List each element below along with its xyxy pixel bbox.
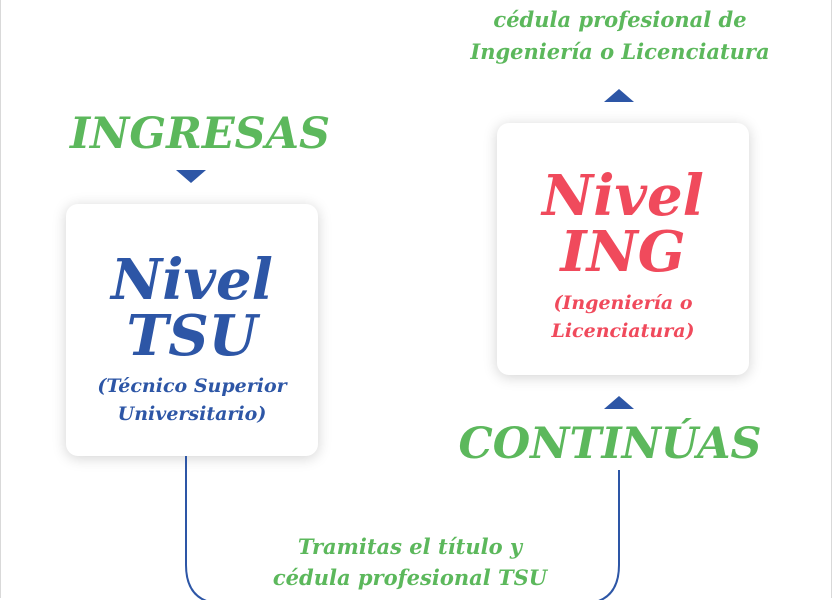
tsu-title-line-1: Nivel	[111, 247, 273, 313]
tsu-card-title: Nivel TSU	[66, 252, 318, 364]
top-caption-line-2: Ingeniería o Licenciatura	[470, 39, 770, 64]
ingresas-label: INGRESAS	[69, 109, 331, 159]
bottom-caption: Tramitas el título y cédula profesional …	[240, 531, 580, 593]
tsu-card-subtitle: (Técnico Superior Universitario)	[66, 372, 318, 428]
tsu-subtitle-line-1: (Técnico Superior	[97, 375, 287, 397]
tsu-level-card: Nivel TSU (Técnico Superior Universitari…	[66, 204, 318, 456]
ing-card-title: Nivel ING	[497, 168, 749, 280]
ing-subtitle-line-1: (Ingeniería o	[553, 292, 693, 314]
top-caption: cédula profesional de Ingeniería o Licen…	[440, 4, 800, 68]
ing-level-card: Nivel ING (Ingeniería o Licenciatura)	[497, 123, 749, 375]
arrow-up-icon-middle	[604, 396, 634, 409]
ing-title-line-1: Nivel	[542, 163, 704, 229]
tsu-subtitle-line-2: Universitario)	[117, 403, 267, 425]
continuas-label: CONTINÚAS	[458, 419, 762, 469]
tsu-title-line-2: TSU	[126, 303, 258, 369]
arrow-up-icon-top	[604, 89, 634, 102]
bottom-caption-line-1: Tramitas el título y	[297, 534, 523, 559]
ing-subtitle-line-2: Licenciatura)	[551, 320, 695, 342]
arrow-down-icon	[176, 170, 206, 183]
top-caption-line-1: cédula profesional de	[493, 7, 747, 32]
ing-title-line-2: ING	[560, 219, 686, 285]
bottom-caption-line-2: cédula profesional TSU	[272, 565, 548, 590]
ing-card-subtitle: (Ingeniería o Licenciatura)	[497, 289, 749, 345]
